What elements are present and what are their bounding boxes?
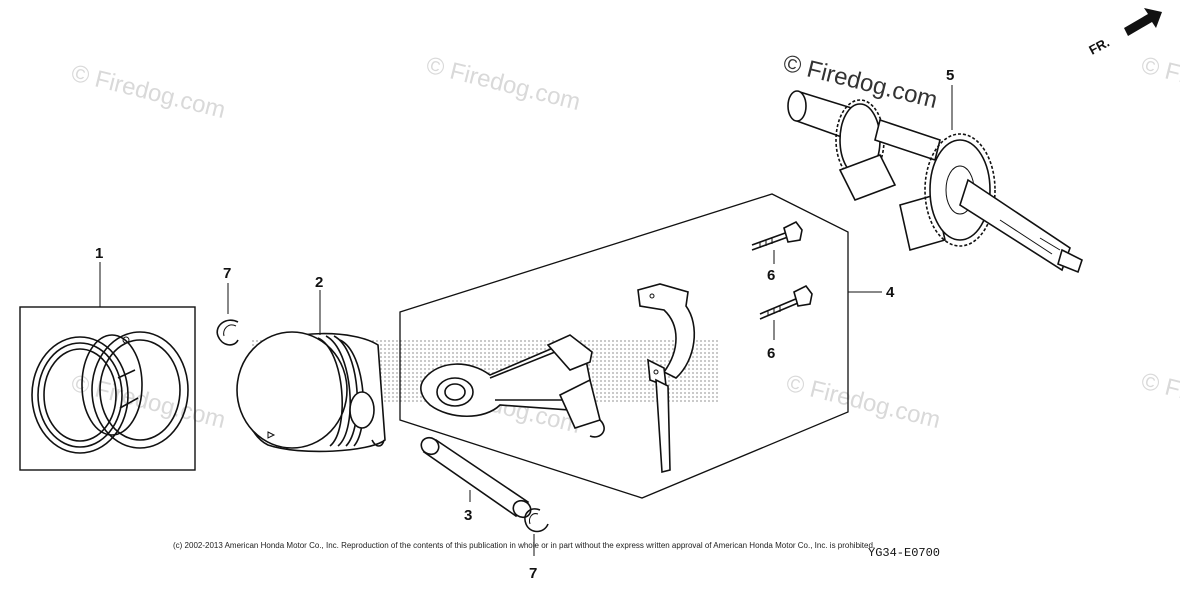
piston-pin-clip-bottom[interactable]	[524, 508, 549, 533]
connecting-rod-cap[interactable]	[637, 283, 696, 474]
crankshaft[interactable]	[787, 90, 1083, 274]
callout-clip-left[interactable]: 7	[223, 265, 231, 282]
watermark-text: © Firedog.com	[1139, 52, 1180, 116]
front-direction-indicator: FR.	[1086, 8, 1162, 58]
piston-pin[interactable]	[418, 434, 534, 520]
callout-piston[interactable]: 2	[315, 274, 323, 291]
callout-connecting-rod[interactable]: 4	[886, 284, 895, 301]
watermark-text: © Firedog.com	[424, 52, 584, 116]
callout-crankshaft[interactable]: 5	[946, 67, 954, 84]
connecting-rod-kit-outline	[399, 193, 849, 499]
callout-piston-pin[interactable]: 3	[464, 507, 472, 524]
watermark-text: © Firedog.com	[784, 370, 944, 434]
copyright-notice: (c) 2002-2013 American Honda Motor Co., …	[173, 541, 875, 550]
arrow-icon	[1124, 8, 1162, 36]
watermark-text: © Firedog.com	[69, 60, 229, 124]
connecting-rod[interactable]	[420, 334, 605, 438]
connecting-rod-bolt-upper[interactable]	[751, 220, 803, 251]
callout-clip-bottom[interactable]: 7	[529, 565, 537, 582]
piston-ring-set[interactable]	[19, 306, 196, 471]
front-arrow-label: FR.	[1086, 35, 1112, 58]
piston-pin-clip-left[interactable]	[216, 319, 239, 346]
diagram-code: YG34-E0700	[868, 546, 940, 560]
callout-bolt-upper[interactable]: 6	[767, 267, 775, 284]
connecting-rod-bolt-lower[interactable]	[759, 284, 813, 320]
piston[interactable]	[236, 331, 386, 453]
watermark-text: © Firedog.com	[1139, 368, 1180, 432]
callout-bolt-lower[interactable]: 6	[767, 345, 775, 362]
callout-piston-ring-set[interactable]: 1	[95, 245, 103, 262]
